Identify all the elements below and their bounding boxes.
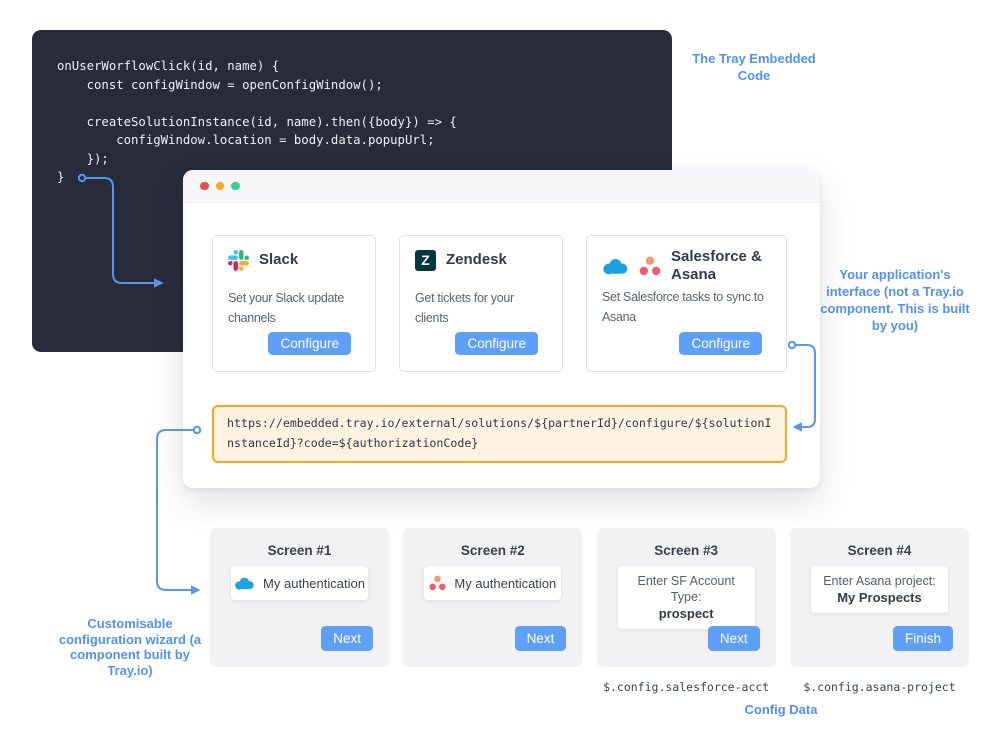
field-value: prospect bbox=[658, 606, 714, 621]
screen-card: Screen #4 Enter Asana project: My Prospe… bbox=[789, 528, 969, 667]
solution-card-salesforce-asana: Salesforce & Asana Set Salesforce tasks … bbox=[586, 235, 787, 372]
card-description: Get tickets for your clients bbox=[415, 291, 514, 325]
salesforce-icon bbox=[603, 258, 628, 274]
field-prompt: Enter Asana project: bbox=[823, 574, 936, 588]
traffic-light-minimize-icon[interactable] bbox=[215, 181, 224, 191]
card-title-row: Slack bbox=[228, 248, 360, 272]
code-line: } bbox=[57, 170, 65, 184]
card-description: Set Salesforce tasks to sync to Asana bbox=[602, 290, 764, 324]
auth-field[interactable]: My authentication bbox=[424, 566, 562, 600]
configure-button[interactable]: Configure bbox=[455, 332, 538, 355]
next-button[interactable]: Next bbox=[514, 626, 567, 651]
traffic-light-close-icon[interactable] bbox=[200, 181, 209, 191]
wizard-screen-3: Screen #3 Enter SF Account Type: prospec… bbox=[596, 528, 776, 694]
card-title: Salesforce & Asana bbox=[671, 248, 762, 283]
next-button[interactable]: Next bbox=[321, 626, 373, 651]
auth-field-label: My authentication bbox=[454, 575, 557, 591]
config-url-bar[interactable]: https://embedded.tray.io/external/soluti… bbox=[212, 405, 787, 463]
code-line: createSolutionInstance(id, name).then({b… bbox=[57, 114, 457, 129]
auth-field[interactable]: My authentication bbox=[231, 566, 368, 600]
card-title: Zendesk bbox=[446, 251, 507, 268]
configure-button[interactable]: Configure bbox=[268, 332, 351, 355]
config-path-label: $.config.asana-project bbox=[803, 680, 956, 694]
wizard-screen-2: Screen #2 My authentication Next bbox=[403, 528, 583, 694]
screen-title: Screen #2 bbox=[460, 543, 525, 558]
screen-title: Screen #3 bbox=[654, 543, 719, 558]
wizard-screen-1: Screen #1 My authentication Next bbox=[210, 528, 389, 694]
input-field[interactable]: Enter Asana project: My Prospects bbox=[810, 566, 948, 613]
solution-card-zendesk: Z Zendesk Get tickets for your clients C… bbox=[399, 235, 563, 372]
code-line: configWindow.location = body.data.popupU… bbox=[57, 133, 435, 147]
application-window: Slack Set your Slack update channels Con… bbox=[183, 170, 820, 488]
window-titlebar bbox=[183, 170, 820, 203]
salesforce-icon bbox=[235, 577, 254, 590]
card-description: Set your Slack update channels bbox=[228, 291, 344, 325]
card-title: Slack bbox=[259, 251, 299, 268]
asana-icon bbox=[639, 256, 661, 276]
annotation-embedded-code: The Tray Embedded Code bbox=[692, 51, 816, 83]
field-prompt: Enter SF Account Type: bbox=[637, 574, 735, 604]
embedded-code-snippet: onUserWorflowClick(id, name) { const con… bbox=[57, 57, 457, 187]
traffic-light-zoom-icon[interactable] bbox=[231, 181, 240, 191]
next-button[interactable]: Next bbox=[707, 626, 760, 651]
screen-title: Screen #1 bbox=[267, 543, 332, 558]
slack-icon bbox=[228, 249, 249, 271]
config-path-label: $.config.salesforce-acct bbox=[603, 680, 770, 694]
code-line: onUserWorflowClick(id, name) { bbox=[57, 59, 280, 73]
auth-field-label: My authentication bbox=[263, 575, 365, 591]
screen-card: Screen #3 Enter SF Account Type: prospec… bbox=[596, 528, 776, 667]
config-wizard-row: Screen #1 My authentication Next Screen … bbox=[210, 528, 969, 694]
card-title-row: Salesforce & Asana bbox=[602, 248, 771, 284]
wizard-screen-4: Screen #4 Enter Asana project: My Prospe… bbox=[789, 528, 969, 694]
annotation-application-interface: Your application's interface (not a Tray… bbox=[820, 267, 970, 333]
code-line: }); bbox=[57, 151, 109, 166]
zendesk-icon: Z bbox=[415, 249, 436, 271]
asana-icon bbox=[429, 575, 446, 591]
arrowhead-right-icon bbox=[191, 585, 201, 595]
screen-card: Screen #2 My authentication Next bbox=[403, 528, 583, 667]
card-title-row: Z Zendesk bbox=[415, 248, 547, 272]
code-line: const configWindow = openConfigWindow(); bbox=[57, 77, 383, 92]
screen-card: Screen #1 My authentication Next bbox=[210, 528, 389, 667]
annotation-config-data: Config Data bbox=[744, 702, 818, 717]
configure-button[interactable]: Configure bbox=[679, 332, 762, 355]
code-line bbox=[57, 94, 457, 113]
solution-card-slack: Slack Set your Slack update channels Con… bbox=[212, 235, 376, 372]
finish-button[interactable]: Finish bbox=[892, 626, 953, 651]
field-value: My Prospects bbox=[837, 590, 922, 605]
screen-title: Screen #4 bbox=[847, 543, 912, 558]
input-field[interactable]: Enter SF Account Type: prospect bbox=[617, 566, 755, 629]
annotation-config-wizard: Customisable configuration wizard (a com… bbox=[58, 616, 202, 678]
solution-cards-row: Slack Set your Slack update channels Con… bbox=[212, 235, 787, 372]
config-url-text: https://embedded.tray.io/external/soluti… bbox=[227, 416, 772, 450]
